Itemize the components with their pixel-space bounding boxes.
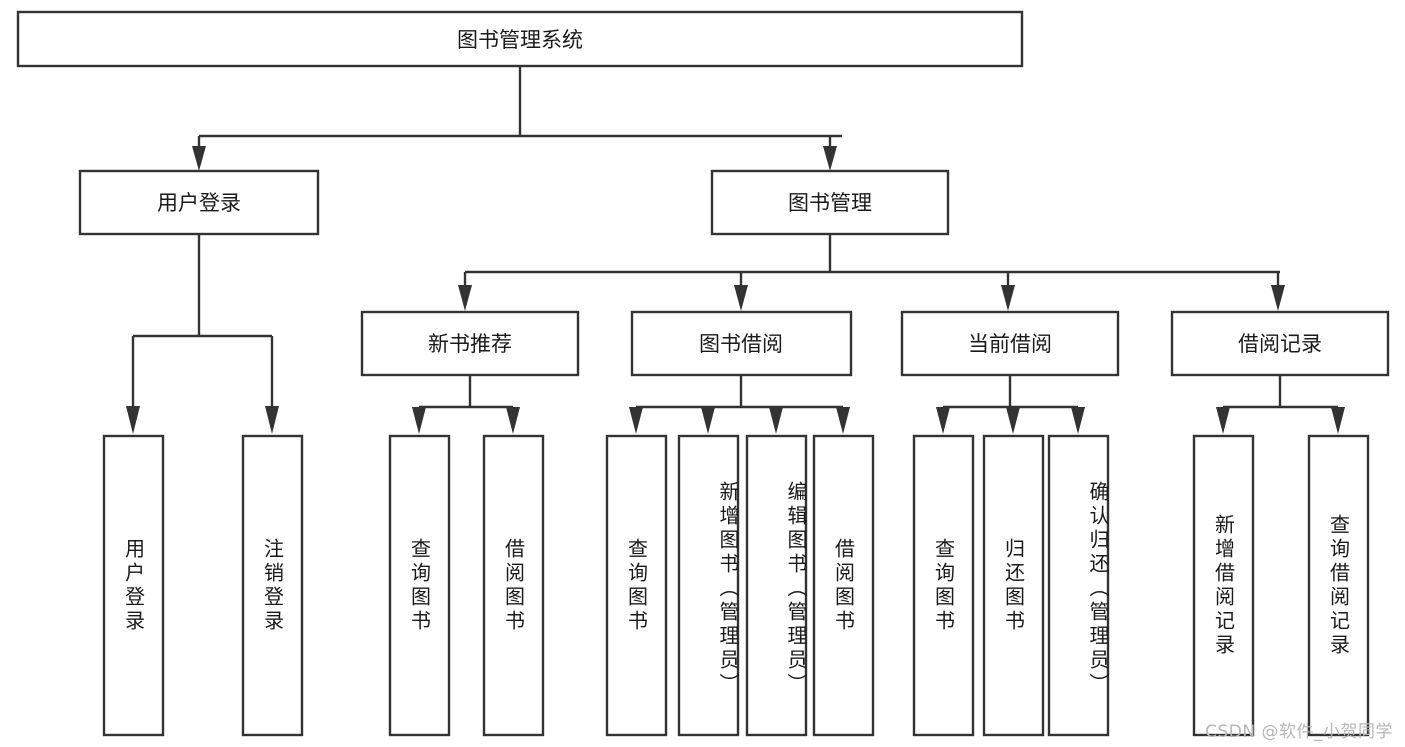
leaf-box-borrow-book-rec[interactable] — [482, 434, 545, 737]
leaf-box-user-login[interactable] — [102, 434, 165, 737]
leaf-box-add-book-admin[interactable] — [677, 434, 740, 737]
leaf-box-query-book-borrow[interactable] — [605, 434, 668, 737]
node-book-management[interactable] — [710, 169, 950, 236]
node-user-login[interactable] — [78, 169, 320, 236]
node-current-borrow-label: 当前借阅 — [968, 332, 1052, 356]
node-current-borrow[interactable] — [900, 310, 1120, 377]
node-book-borrow-label: 图书借阅 — [699, 332, 783, 356]
connectors-root-to-level2 — [192, 66, 842, 171]
node-book-borrow[interactable] — [630, 310, 853, 377]
leaf-box-query-book-current[interactable] — [912, 434, 975, 737]
connectors-borrow-to-leaves — [629, 375, 850, 434]
connectors-current-to-leaves — [936, 375, 1085, 434]
leaf-box-query-book-rec[interactable] — [388, 434, 451, 737]
connectors-userlogin-to-leaves — [126, 234, 279, 434]
leaf-box-confirm-return-admin[interactable] — [1047, 434, 1110, 737]
csdn-watermark: CSDN @软件_小贺同学 — [1205, 722, 1393, 742]
connectors-bookmgmt-to-level3 — [458, 234, 1285, 311]
node-borrow-record-label: 借阅记录 — [1238, 332, 1322, 356]
leaf-box-add-borrow-record[interactable] — [1192, 434, 1255, 737]
node-borrow-record[interactable] — [1170, 310, 1390, 377]
node-root[interactable] — [16, 10, 1024, 68]
node-new-book-recommend[interactable] — [360, 310, 580, 377]
leaf-box-borrow-book[interactable] — [812, 434, 875, 737]
connectors-newbook-to-leaves — [412, 375, 520, 434]
leaf-box-edit-book-admin[interactable] — [745, 434, 808, 737]
node-root-label: 图书管理系统 — [457, 28, 583, 52]
node-book-management-label: 图书管理 — [788, 191, 872, 215]
leaf-box-return-book[interactable] — [982, 434, 1045, 737]
connectors-record-to-leaves — [1216, 375, 1345, 434]
leaf-box-query-borrow-record[interactable] — [1307, 434, 1370, 737]
node-new-book-recommend-label: 新书推荐 — [428, 332, 512, 356]
leaf-box-logout[interactable] — [241, 434, 304, 737]
node-user-login-label: 用户登录 — [157, 191, 241, 215]
